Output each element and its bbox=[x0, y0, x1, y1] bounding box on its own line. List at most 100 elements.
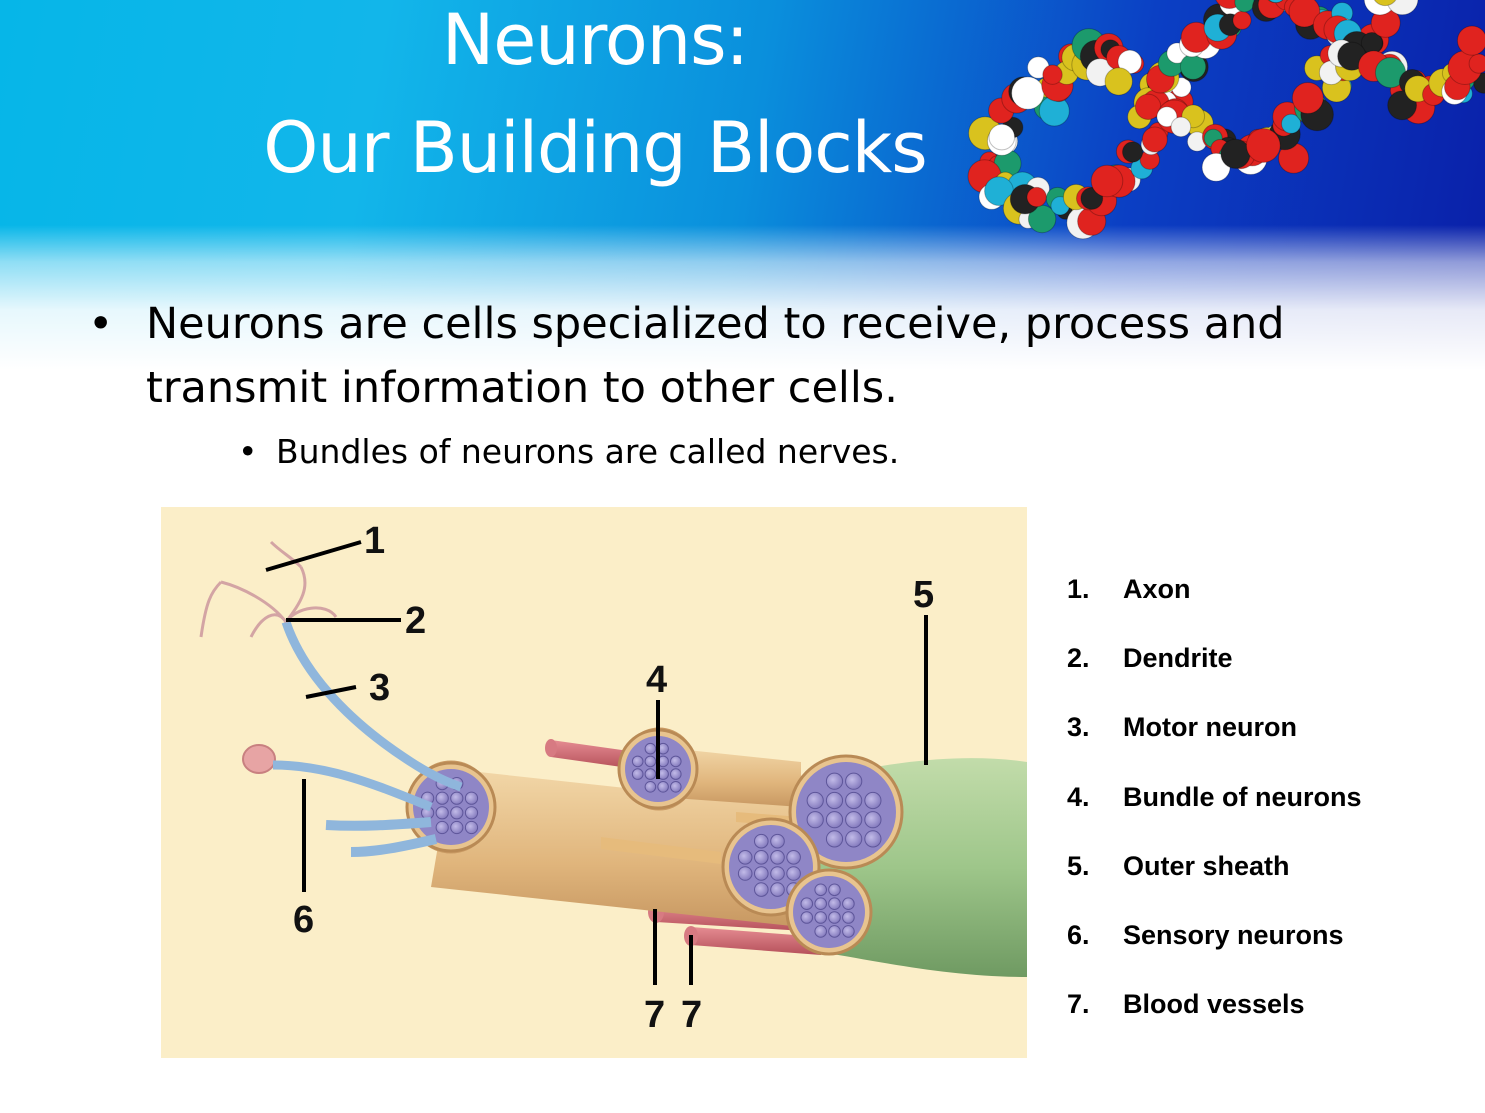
neuron-cross-section bbox=[450, 806, 464, 820]
blood-vessel-end bbox=[545, 739, 557, 757]
sensory-neuron-strand bbox=[325, 817, 432, 831]
slide-title-line-1: Neurons: bbox=[441, 0, 749, 81]
neuron-cross-section bbox=[464, 806, 479, 820]
neuron-cross-section bbox=[825, 811, 844, 829]
callout-label: 5 bbox=[913, 574, 934, 616]
neuron-cross-section bbox=[464, 820, 479, 835]
nerve-diagram: 1 2 3 4 5 6 7 7 bbox=[161, 507, 1027, 1058]
neuron-cross-section bbox=[631, 755, 644, 768]
dna-atom bbox=[1026, 186, 1047, 208]
neuron-cross-section bbox=[737, 850, 753, 865]
neuron-cross-section bbox=[450, 791, 464, 805]
callout-label: 2 bbox=[405, 600, 426, 642]
neuron-cross-section bbox=[450, 820, 464, 835]
dna-atom bbox=[1268, 0, 1284, 4]
neuron-cross-section bbox=[825, 830, 844, 848]
neuron-cross-section bbox=[845, 830, 863, 848]
callout-label: 7 bbox=[681, 994, 702, 1036]
neuron-cross-section bbox=[864, 830, 882, 848]
sensory-neuron-strand bbox=[272, 760, 433, 812]
legend-item: 2.Dendrite bbox=[1067, 643, 1233, 674]
neuron-cross-section bbox=[842, 911, 855, 924]
axon-strand bbox=[601, 837, 721, 864]
dna-atom bbox=[1456, 25, 1485, 56]
neuron-cross-section bbox=[864, 791, 882, 810]
neuron-cell-body bbox=[242, 744, 276, 774]
legend-item: 4.Bundle of neurons bbox=[1067, 781, 1362, 812]
slide-title-line-2: Our Building Blocks bbox=[263, 107, 928, 189]
neuron-cross-section bbox=[806, 811, 824, 829]
dna-atom bbox=[1104, 67, 1133, 96]
neuron-cross-section bbox=[814, 911, 828, 924]
neuron-cross-section bbox=[828, 911, 841, 924]
neuron-cross-section bbox=[842, 897, 855, 911]
neuron-cross-section bbox=[435, 820, 449, 835]
dna-atom bbox=[1386, 0, 1419, 16]
neuron-cross-section bbox=[435, 791, 449, 805]
neuron-cross-section bbox=[800, 911, 814, 924]
dna-atom bbox=[1042, 64, 1063, 85]
neuron-cross-section bbox=[754, 850, 769, 865]
neuron-cross-section bbox=[644, 768, 657, 780]
sub-bullet-text: Bundles of neurons are called nerves. bbox=[276, 432, 900, 471]
neuron-cross-section bbox=[770, 850, 785, 865]
dna-atom bbox=[988, 123, 1016, 151]
callout-label: 7 bbox=[644, 994, 665, 1036]
callout-label: 1 bbox=[364, 520, 385, 562]
neuron-cross-section bbox=[845, 772, 863, 790]
neuron-cross-section bbox=[800, 897, 814, 911]
legend-item: 5.Outer sheath bbox=[1067, 850, 1290, 881]
dna-atom bbox=[1134, 93, 1162, 121]
legend-item: 6.Sensory neurons bbox=[1067, 919, 1344, 950]
dna-atom bbox=[1288, 0, 1321, 28]
neuron-cross-section bbox=[786, 850, 801, 865]
neuron-cross-section bbox=[825, 791, 844, 810]
neuron-cross-section bbox=[828, 897, 841, 911]
neuron-cross-section bbox=[754, 833, 769, 849]
callout-lines bbox=[265, 540, 928, 985]
neuron-cross-section bbox=[644, 755, 657, 768]
callout-label: 3 bbox=[369, 667, 390, 709]
dna-atom bbox=[1141, 126, 1168, 153]
legend-item: 1.Axon bbox=[1067, 574, 1191, 604]
dna-atom bbox=[1281, 113, 1302, 134]
neuron-cross-section bbox=[670, 768, 682, 780]
legend-item: 3.Motor neuron bbox=[1067, 712, 1297, 743]
callout-label: 4 bbox=[646, 659, 667, 701]
slide-header-background bbox=[0, 0, 1485, 370]
main-bullet-text: Neurons are cells specialized to receive… bbox=[146, 299, 1285, 413]
dna-atom bbox=[1245, 128, 1281, 163]
dna-atom bbox=[1373, 0, 1397, 7]
bullet-dot-icon: • bbox=[88, 299, 114, 349]
dendrite-branches bbox=[199, 540, 338, 638]
neuron-cross-section bbox=[814, 897, 828, 911]
neuron-cross-section bbox=[754, 882, 769, 897]
neuron-cross-section bbox=[828, 883, 841, 897]
neuron-cross-section bbox=[845, 791, 863, 810]
neuron-cross-section bbox=[644, 742, 657, 755]
dna-atom bbox=[1027, 204, 1057, 234]
neuron-cross-section bbox=[631, 768, 644, 780]
neuron-cross-section bbox=[644, 781, 657, 793]
neuron-cross-section bbox=[737, 866, 753, 881]
bullet-dot-icon: • bbox=[238, 432, 258, 471]
neuron-cross-section bbox=[845, 811, 863, 829]
blood-vessel-shape bbox=[551, 740, 636, 769]
neuron-cross-section bbox=[435, 806, 449, 820]
dna-molecule-image bbox=[967, 0, 1485, 240]
dna-atoms bbox=[967, 0, 1485, 240]
neuron-cross-section bbox=[754, 866, 769, 881]
dna-atom bbox=[1468, 53, 1485, 74]
dna-atom bbox=[1170, 116, 1192, 138]
neuron-cross-section bbox=[825, 772, 844, 790]
dna-atom bbox=[1156, 106, 1178, 128]
neuron-cross-section bbox=[770, 866, 785, 881]
bundle-cross-sections bbox=[405, 728, 904, 956]
neuron-cross-section bbox=[806, 791, 824, 810]
neuron-cross-section bbox=[814, 925, 828, 938]
neuron-cross-section bbox=[670, 781, 682, 793]
dna-atom bbox=[1232, 10, 1252, 30]
neuron-cross-section bbox=[464, 791, 479, 805]
neuron-cross-section bbox=[657, 781, 669, 793]
callout-label: 6 bbox=[293, 899, 314, 941]
